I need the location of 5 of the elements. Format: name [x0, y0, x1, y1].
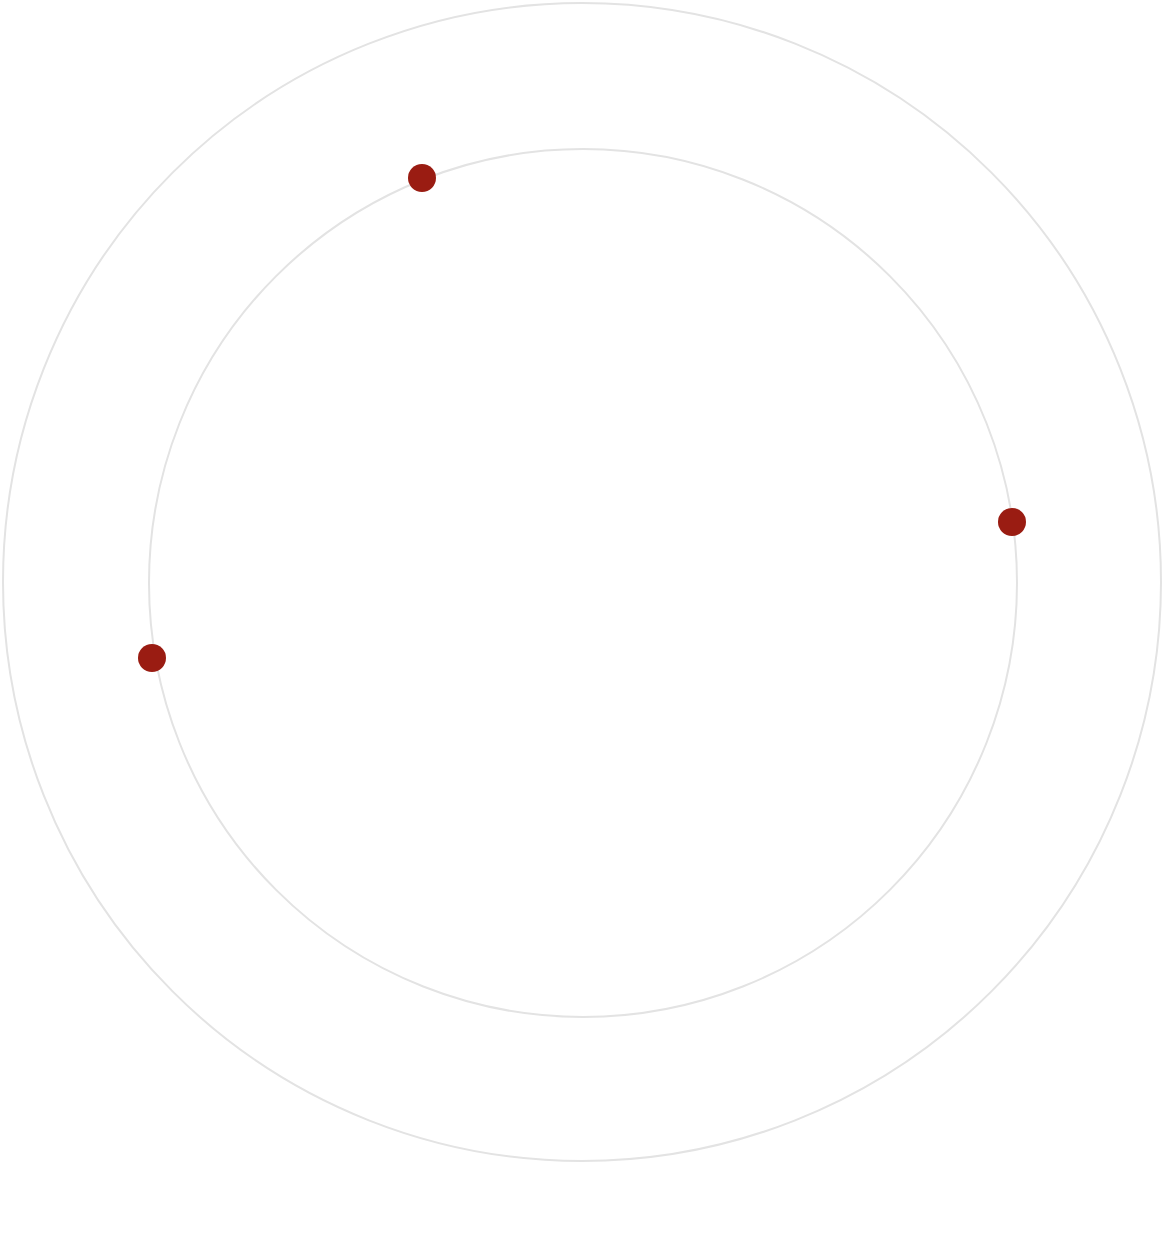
- inner-ring: [147, 147, 1017, 1017]
- dot-icon: [137, 643, 165, 671]
- outer-ring: [2, 2, 1162, 1162]
- dot-icon: [998, 508, 1026, 536]
- dot-icon: [407, 164, 435, 192]
